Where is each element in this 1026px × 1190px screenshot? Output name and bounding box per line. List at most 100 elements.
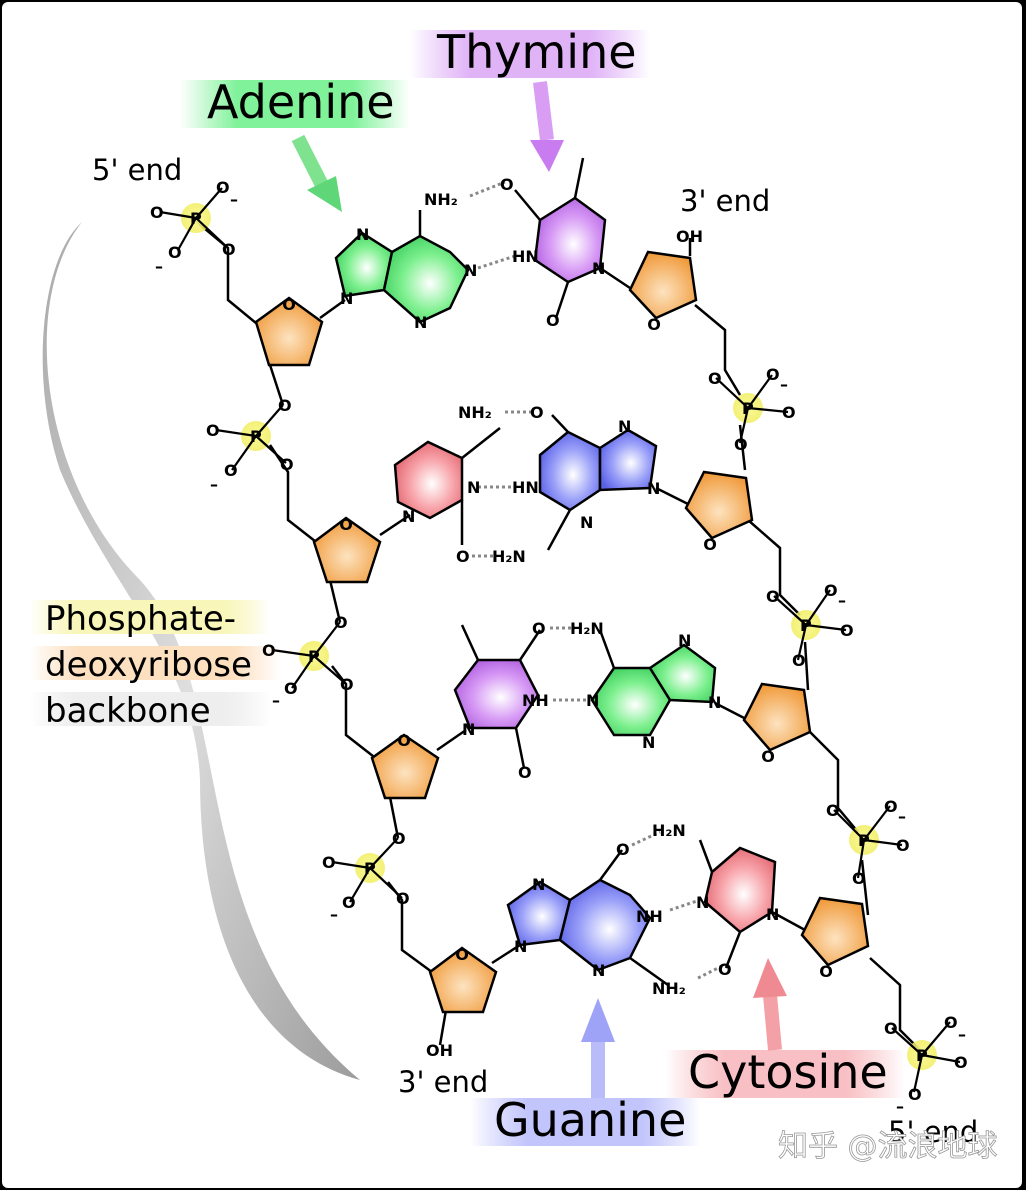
backbone-highlight-3 bbox=[30, 692, 270, 726]
label-3-end-bottom: 3' end bbox=[398, 1065, 488, 1099]
sugar-6 bbox=[684, 470, 754, 540]
svg-text:O: O bbox=[734, 435, 748, 454]
svg-text:N: N bbox=[532, 875, 545, 894]
phosphate-5 bbox=[715, 374, 789, 444]
svg-text:O: O bbox=[339, 515, 353, 534]
svg-text:O: O bbox=[718, 960, 732, 979]
cytosine-highlight bbox=[665, 1050, 905, 1098]
thymine-base-2 bbox=[453, 624, 542, 769]
svg-text:N: N bbox=[618, 417, 631, 436]
svg-text:P: P bbox=[742, 399, 754, 418]
phosphate-6 bbox=[773, 589, 847, 661]
svg-text:H₂N: H₂N bbox=[652, 821, 686, 840]
label-5-end-top: 5' end bbox=[92, 153, 182, 187]
guanine-arrow bbox=[581, 998, 615, 1098]
svg-text:O: O bbox=[826, 801, 840, 820]
watermark: 知乎 @流浪地球 bbox=[778, 1129, 998, 1164]
svg-text:NH: NH bbox=[522, 691, 549, 710]
backbone-label-line3: backbone bbox=[45, 691, 211, 731]
cytosine-base-1 bbox=[393, 427, 501, 545]
backbone-highlight-1 bbox=[30, 600, 270, 634]
svg-text:O: O bbox=[224, 461, 238, 480]
svg-text:N: N bbox=[708, 693, 721, 712]
svg-text:–: – bbox=[896, 1097, 904, 1116]
svg-text:–: – bbox=[230, 190, 238, 209]
label-adenine: Adenine bbox=[207, 75, 395, 129]
svg-text:N: N bbox=[356, 225, 369, 244]
svg-text:O: O bbox=[884, 1019, 898, 1038]
backbone-label-line1: Phosphate- bbox=[45, 599, 236, 639]
svg-text:O: O bbox=[262, 641, 276, 660]
svg-text:–: – bbox=[210, 475, 218, 494]
deoxyribose-sugars bbox=[254, 250, 870, 1014]
svg-text:O: O bbox=[647, 315, 661, 334]
svg-text:N: N bbox=[340, 289, 353, 308]
svg-text:O: O bbox=[342, 893, 356, 912]
svg-text:P: P bbox=[190, 209, 202, 228]
svg-text:O: O bbox=[546, 311, 560, 330]
label-thymine: Thymine bbox=[436, 25, 637, 79]
svg-text:P: P bbox=[308, 647, 320, 666]
svg-text:N: N bbox=[696, 893, 709, 912]
svg-text:–: – bbox=[838, 591, 846, 610]
svg-text:NH₂: NH₂ bbox=[458, 403, 492, 422]
adenine-base-2 bbox=[590, 629, 717, 737]
svg-text:–: – bbox=[155, 257, 163, 276]
cytosine-base-2 bbox=[698, 839, 777, 969]
svg-text:O: O bbox=[222, 240, 236, 259]
svg-text:NH: NH bbox=[636, 907, 663, 926]
sugar-4 bbox=[428, 946, 498, 1014]
svg-text:N: N bbox=[586, 691, 599, 710]
svg-text:N: N bbox=[514, 937, 527, 956]
backbone-label: Phosphate- deoxyribose backbone bbox=[45, 599, 252, 731]
svg-text:N: N bbox=[642, 733, 655, 752]
svg-text:N: N bbox=[580, 513, 593, 532]
svg-text:O: O bbox=[500, 175, 514, 194]
svg-text:O: O bbox=[766, 587, 780, 606]
svg-text:O: O bbox=[954, 1053, 968, 1072]
svg-text:OH: OH bbox=[426, 1041, 453, 1060]
thymine-highlight bbox=[410, 30, 650, 78]
svg-text:–: – bbox=[898, 807, 906, 826]
svg-text:O: O bbox=[278, 396, 292, 415]
svg-text:N: N bbox=[462, 720, 475, 739]
phosphate-1 bbox=[159, 187, 229, 251]
strand-end-labels: 5' end 3' end 3' end 5' end bbox=[92, 153, 978, 1149]
phosphate-groups bbox=[159, 187, 961, 1093]
label-cytosine: Cytosine bbox=[688, 1045, 888, 1099]
backbone-label-line2: deoxyribose bbox=[45, 645, 252, 685]
guanine-base-1 bbox=[538, 414, 658, 551]
svg-text:O: O bbox=[896, 836, 910, 855]
adenine-base-1 bbox=[334, 210, 470, 324]
svg-text:H₂N: H₂N bbox=[492, 547, 526, 566]
sugar-5 bbox=[628, 250, 698, 320]
svg-text:O: O bbox=[397, 731, 411, 750]
atom-labels: P O O O O – – P O O O O – P O O O O – P … bbox=[150, 175, 968, 1116]
svg-text:N: N bbox=[766, 905, 779, 924]
svg-text:N: N bbox=[467, 478, 480, 497]
svg-text:N: N bbox=[678, 631, 691, 650]
svg-text:–: – bbox=[780, 375, 788, 394]
svg-text:O: O bbox=[782, 403, 796, 422]
cytosine-arrow bbox=[753, 958, 787, 1051]
sugar-2 bbox=[312, 516, 382, 584]
svg-text:HN: HN bbox=[512, 247, 539, 266]
phosphate-2 bbox=[215, 404, 287, 471]
svg-text:O: O bbox=[284, 679, 298, 698]
svg-text:O: O bbox=[396, 889, 410, 908]
svg-text:NH₂: NH₂ bbox=[424, 190, 458, 209]
svg-text:O: O bbox=[206, 421, 220, 440]
svg-text:O: O bbox=[884, 797, 898, 816]
svg-text:O: O bbox=[708, 369, 722, 388]
svg-text:O: O bbox=[340, 675, 354, 694]
svg-text:–: – bbox=[958, 1025, 966, 1044]
svg-text:O: O bbox=[908, 1085, 922, 1104]
svg-text:O: O bbox=[530, 403, 544, 422]
label-5-end-bottom: 5' end bbox=[888, 1115, 978, 1149]
thymine-arrow bbox=[530, 81, 564, 172]
svg-text:O: O bbox=[322, 853, 336, 872]
svg-text:P: P bbox=[800, 616, 812, 635]
svg-text:O: O bbox=[150, 203, 164, 222]
phosphate-7 bbox=[833, 805, 903, 879]
